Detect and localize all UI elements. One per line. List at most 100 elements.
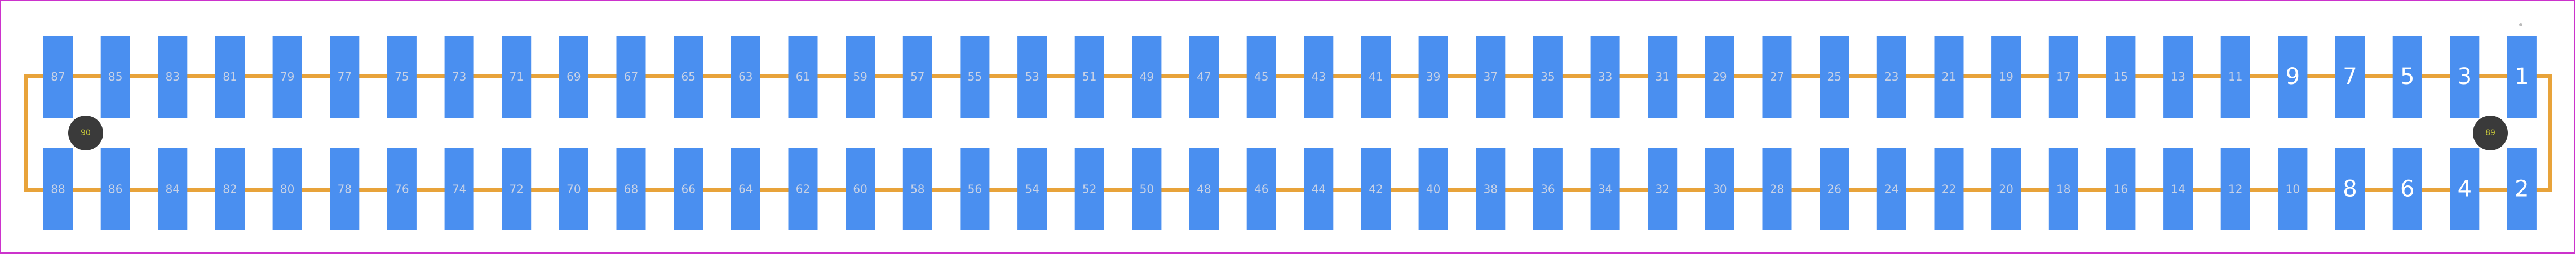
pad-14: [2163, 148, 2193, 230]
pad-64: [731, 148, 760, 230]
pad-label-64: 64: [738, 183, 753, 196]
pad-57: [902, 36, 932, 118]
pad-label-34: 34: [1598, 183, 1612, 196]
pad-88: [43, 148, 73, 230]
pad-48: [1189, 148, 1219, 230]
pad-label-54: 54: [1025, 183, 1039, 196]
pad-53: [1017, 36, 1047, 118]
pad-1: [2507, 36, 2537, 118]
pad-16: [2106, 148, 2136, 230]
pad-3: [2450, 36, 2480, 118]
pad-30: [1705, 148, 1734, 230]
pad-label-11: 11: [2228, 70, 2242, 83]
pad-label-42: 42: [1369, 183, 1383, 196]
pad-41: [1361, 36, 1391, 118]
pad-22: [1934, 148, 1964, 230]
pad-58: [902, 148, 932, 230]
pad-label-46: 46: [1254, 183, 1268, 196]
pad-86: [100, 148, 130, 230]
pad-label-68: 68: [624, 183, 638, 196]
pad-label-26: 26: [1827, 183, 1841, 196]
pad-73: [444, 36, 474, 118]
pad-label-77: 77: [338, 70, 352, 83]
pad-65: [674, 36, 703, 118]
pad-label-71: 71: [509, 70, 523, 83]
pad-56: [960, 148, 990, 230]
pad-label-27: 27: [1770, 70, 1784, 83]
pad-label-9: 9: [2286, 64, 2300, 90]
pad-label-23: 23: [1884, 70, 1898, 83]
pad-82: [215, 148, 245, 230]
pad-42: [1361, 148, 1391, 230]
pad-label-74: 74: [452, 183, 466, 196]
pad-15: [2106, 36, 2136, 118]
pad-label-60: 60: [853, 183, 867, 196]
pad-60: [846, 148, 875, 230]
pad-label-6: 6: [2400, 176, 2414, 202]
pad-label-20: 20: [1999, 183, 2013, 196]
pad-label-38: 38: [1484, 183, 1498, 196]
pad-label-17: 17: [2056, 70, 2070, 83]
pad-label-49: 49: [1140, 70, 1154, 83]
pad-46: [1246, 148, 1276, 230]
pad-24: [1876, 148, 1906, 230]
pad-label-50: 50: [1140, 183, 1154, 196]
pad-75: [387, 36, 417, 118]
pad-label-41: 41: [1369, 70, 1383, 83]
pad-34: [1590, 148, 1620, 230]
pad-label-19: 19: [1999, 70, 2013, 83]
pad-39: [1418, 36, 1448, 118]
pad-78: [330, 148, 360, 230]
pad-label-18: 18: [2056, 183, 2070, 196]
pad-59: [846, 36, 875, 118]
pad-79: [272, 36, 302, 118]
pad-label-13: 13: [2171, 70, 2185, 83]
pad-68: [616, 148, 646, 230]
pad-74: [444, 148, 474, 230]
pad-87: [43, 36, 73, 118]
pad-label-44: 44: [1312, 183, 1326, 196]
pad-7: [2335, 36, 2365, 118]
pad-label-66: 66: [681, 183, 695, 196]
pad-label-85: 85: [108, 70, 122, 83]
pad-label-22: 22: [1942, 183, 1956, 196]
pad-label-8: 8: [2343, 176, 2357, 202]
pad-label-32: 32: [1655, 183, 1669, 196]
pad-label-65: 65: [681, 70, 695, 83]
pad-19: [1991, 36, 2021, 118]
pad-label-39: 39: [1426, 70, 1440, 83]
pad-label-87: 87: [51, 70, 65, 83]
pad-label-15: 15: [2114, 70, 2128, 83]
pad-76: [387, 148, 417, 230]
pad-44: [1304, 148, 1334, 230]
pin1-marker: [2519, 23, 2522, 26]
pad-21: [1934, 36, 1964, 118]
pad-71: [502, 36, 532, 118]
pad-label-79: 79: [280, 70, 294, 83]
pad-label-16: 16: [2114, 183, 2128, 196]
pad-72: [502, 148, 532, 230]
pad-35: [1533, 36, 1563, 118]
pad-label-52: 52: [1082, 183, 1096, 196]
pad-label-31: 31: [1655, 70, 1669, 83]
pad-label-5: 5: [2400, 64, 2414, 90]
pad-4: [2450, 148, 2480, 230]
pad-label-25: 25: [1827, 70, 1841, 83]
pad-label-12: 12: [2228, 183, 2242, 196]
pad-label-40: 40: [1426, 183, 1440, 196]
pad-label-72: 72: [509, 183, 523, 196]
pad-label-80: 80: [280, 183, 294, 196]
pad-label-1: 1: [2515, 64, 2529, 90]
pad-25: [1820, 36, 1849, 118]
pad-label-30: 30: [1712, 183, 1727, 196]
pad-6: [2392, 148, 2422, 230]
pad-label-67: 67: [624, 70, 638, 83]
pad-label-62: 62: [796, 183, 810, 196]
pad-label-76: 76: [395, 183, 409, 196]
pad-label-63: 63: [738, 70, 753, 83]
pad-63: [731, 36, 760, 118]
pad-84: [158, 148, 188, 230]
pad-81: [215, 36, 245, 118]
pad-label-53: 53: [1025, 70, 1039, 83]
